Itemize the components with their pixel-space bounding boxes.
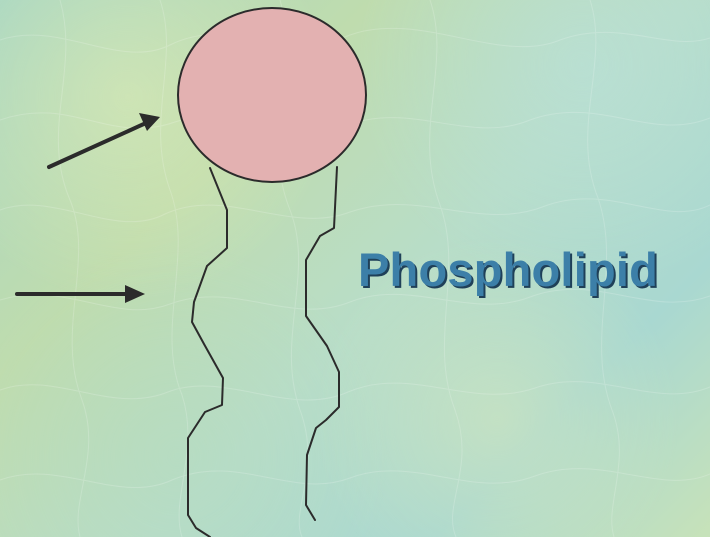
slide-title: Phospholipid — [358, 246, 658, 293]
head-circle — [178, 8, 366, 182]
arrow-head-pointer — [49, 113, 160, 167]
tail-right — [306, 167, 339, 520]
tail-left — [188, 168, 227, 537]
